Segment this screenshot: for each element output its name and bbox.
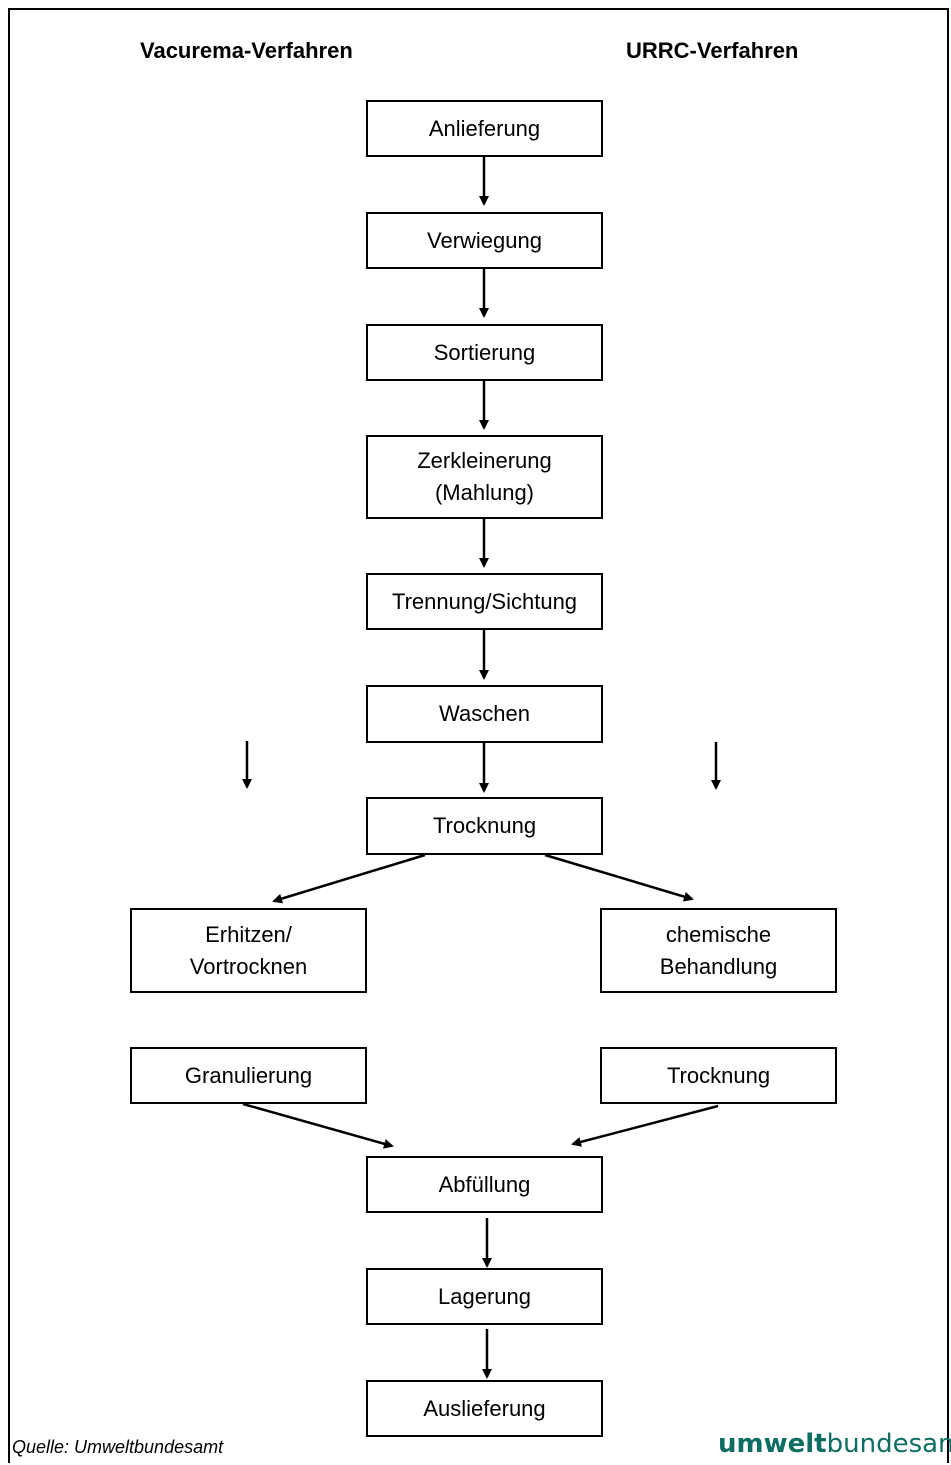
step-chemische: chemische Behandlung — [600, 908, 837, 993]
step-trennung: Trennung/Sichtung — [366, 573, 603, 630]
step-label: Verwiegung — [427, 227, 542, 253]
step-label: Sortierung — [433, 339, 536, 365]
step-label: Erhitzen/ Vortrocknen — [189, 921, 308, 979]
step-label: Anlieferung — [428, 115, 541, 141]
source-caption: Quelle: Umweltbundesamt — [12, 1437, 224, 1457]
arrow-trocknung-chemische — [544, 853, 694, 902]
step-trocknung: Trocknung — [366, 797, 603, 855]
step-lagerung: Lagerung — [366, 1268, 603, 1325]
step-granulierung: Granulierung — [130, 1047, 367, 1104]
step-label: Trocknung — [432, 813, 537, 838]
arrow-granulierung-abfuellung — [242, 1102, 394, 1149]
step-sortierung: Sortierung — [366, 324, 603, 381]
step-label: Trennung/Sichtung — [391, 588, 578, 614]
step-label: Abfüllung — [438, 1171, 531, 1197]
step-abfuellung: Abfüllung — [366, 1156, 603, 1213]
step-label: Trocknung — [666, 1062, 771, 1088]
logo-bold-text: umwelt — [718, 1429, 827, 1459]
step-erhitzen: Erhitzen/ Vortrocknen — [130, 908, 367, 993]
step-label: chemische Behandlung — [659, 921, 778, 979]
step-label: Waschen — [439, 701, 530, 726]
diagram-frame — [8, 8, 949, 1463]
step-label: Auslieferung — [423, 1395, 546, 1421]
arrow-trocknung-erhitzen — [272, 853, 426, 904]
step-label: Granulierung — [184, 1062, 313, 1088]
step-trocknung2: Trocknung — [600, 1047, 837, 1104]
arrow-trocknung2-abfuellung — [571, 1104, 719, 1147]
step-auslieferung: Auslieferung — [366, 1380, 603, 1437]
step-verwiegung: Verwiegung — [366, 212, 603, 269]
step-waschen: Waschen — [366, 685, 603, 743]
title-vacurema: Vacurema-Verfahren — [140, 38, 353, 63]
logo-normal-text: bundesamt — [826, 1429, 951, 1459]
step-label: Lagerung — [438, 1283, 531, 1309]
umweltbundesamt-logo: umweltbundesamtU — [718, 1428, 951, 1459]
step-anlieferung: Anlieferung — [366, 100, 603, 157]
step-zerkleinerung: Zerkleinerung (Mahlung) — [366, 435, 603, 519]
step-label: Zerkleinerung (Mahlung) — [417, 448, 552, 505]
title-urrc: URRC-Verfahren — [626, 38, 799, 63]
